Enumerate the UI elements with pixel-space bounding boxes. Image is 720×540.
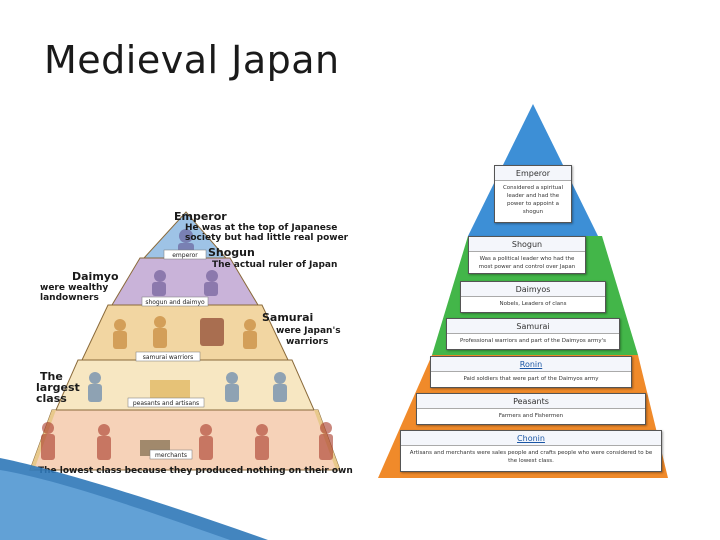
- rank-box-chonin: Chonin Artisans and merchants were sales…: [400, 430, 662, 472]
- illustrated-pyramid: emperor shogun and daimyo samurai warrio…: [0, 210, 353, 540]
- rank-box-peasants: Peasants Farmers and Fishermen: [416, 393, 646, 425]
- tier-shogun-daimyo: [111, 257, 259, 306]
- rank-box-shogun: Shogun Was a political leader who had th…: [468, 236, 586, 274]
- tier-tag-shogun: shogun and daimyo: [145, 299, 205, 306]
- rank-box-samurai: Samurai Professional warriors and part o…: [446, 318, 620, 350]
- rank-daimyos-desc: Nobels, Leaders of clans: [499, 301, 567, 307]
- rank-samurai-name: Samurai: [447, 319, 619, 334]
- rank-peasants-name: Peasants: [417, 394, 645, 409]
- samurai-label: Samurai: [262, 311, 313, 324]
- tier-tag-merchants: merchants: [155, 452, 187, 459]
- emperor-label: Emperor: [174, 210, 227, 223]
- rank-box-emperor: Emperor Considered a spiritual leader an…: [494, 165, 572, 223]
- largest-label-line3: class: [36, 392, 67, 405]
- rank-chonin-desc: Artisans and merchants were sales people…: [409, 450, 653, 464]
- largest-label-line2: largest: [36, 381, 80, 394]
- daimyo-desc-line1: were wealthy: [40, 283, 108, 293]
- emperor-desc-line1: He was at the top of Japanese: [185, 223, 337, 233]
- tier-samurai: [81, 304, 289, 361]
- samurai-desc-line1: were Japan's: [276, 326, 341, 336]
- emperor-desc-line2: society but had little real power: [185, 233, 349, 243]
- rank-shogun-name: Shogun: [469, 237, 585, 252]
- rank-box-daimyos: Daimyos Nobels, Leaders of clans: [460, 281, 606, 313]
- rank-emperor-name: Emperor: [495, 166, 571, 181]
- rank-ronin-desc: Paid soldiers that were part of the Daim…: [463, 376, 599, 382]
- rank-shogun-desc: Was a political leader who had the most …: [478, 256, 576, 270]
- rank-chonin-name: Chonin: [401, 431, 661, 446]
- rank-box-ronin: Ronin Paid soldiers that were part of th…: [430, 356, 632, 388]
- samurai-desc-line2: warriors: [286, 337, 328, 347]
- bottom-caption: The lowest class because they produced n…: [38, 466, 353, 476]
- rank-ronin-name: Ronin: [431, 357, 631, 372]
- largest-label-line1: The: [40, 370, 63, 383]
- tier-tag-samurai: samurai warriors: [143, 354, 194, 361]
- rank-samurai-desc: Professional warriors and part of the Da…: [459, 338, 607, 344]
- shogun-desc: The actual ruler of Japan: [212, 260, 337, 270]
- rank-daimyos-name: Daimyos: [461, 282, 605, 297]
- daimyo-label: Daimyo: [72, 270, 119, 283]
- tier-tag-peasants: peasants and artisans: [133, 400, 199, 407]
- rank-peasants-desc: Farmers and Fishermen: [498, 413, 564, 419]
- daimyo-desc-line2: landowners: [40, 293, 99, 303]
- slide-title: Medieval Japan: [44, 38, 340, 82]
- figures: [152, 229, 218, 296]
- rank-emperor-desc: Considered a spiritual leader and had th…: [502, 185, 564, 215]
- tier-tag-emperor: emperor: [172, 252, 198, 259]
- shogun-label: Shogun: [208, 246, 255, 259]
